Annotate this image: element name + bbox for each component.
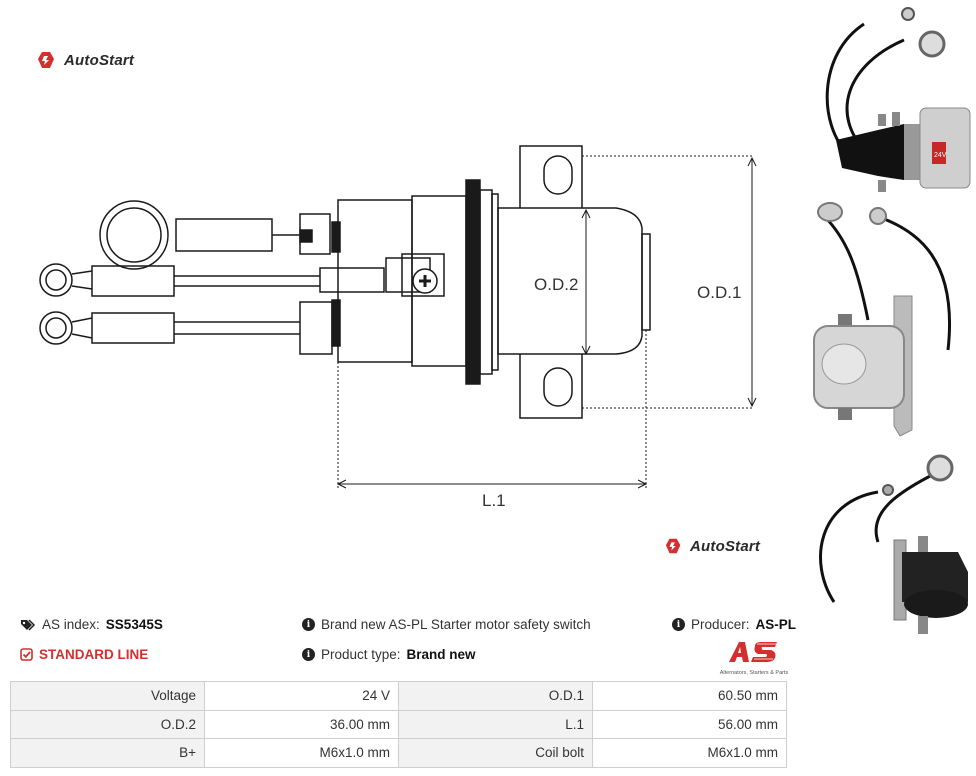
spec-value-l1: 56.00 mm [592, 709, 787, 739]
autostart-logo-icon [665, 538, 681, 554]
dim-label-l1: L.1 [482, 491, 506, 510]
bracket-bottom [519, 354, 583, 419]
solenoid-body [497, 207, 643, 355]
solenoid-cap [337, 199, 413, 363]
producer-value: AS-PL [755, 617, 797, 632]
brand-name-secondary: AutoStart [690, 537, 761, 555]
spec-label-od1: O.D.1 [398, 681, 593, 711]
spec-value-bplus: M6x1.0 mm [204, 738, 399, 768]
brand-name: AutoStart [64, 51, 135, 69]
product-type: i Product type: Brand new [302, 647, 476, 662]
spec-value-od1: 60.50 mm [592, 681, 787, 711]
table-row: B+ M6x1.0 mm Coil bolt M6x1.0 mm [10, 738, 787, 768]
spec-value-od2: 36.00 mm [204, 709, 399, 739]
as-index-value: SS5345S [105, 617, 163, 632]
photo-voltage-label: 24V [934, 152, 947, 159]
info-icon: i [672, 618, 685, 631]
spec-label-coil-bolt: Coil bolt [398, 738, 593, 768]
bracket-top [519, 145, 583, 208]
ring-terminal-small-2 [39, 311, 73, 345]
product-type-value: Brand new [406, 647, 476, 662]
spec-value-voltage: 24 V [204, 681, 399, 711]
as-index-label: AS index: [42, 617, 100, 632]
spec-label-od2: O.D.2 [10, 709, 205, 739]
as-pl-logo-mark [729, 642, 777, 662]
as-index: AS index: SS5345S [20, 617, 163, 632]
tag-icon [21, 618, 36, 631]
standard-line-label: STANDARD LINE [39, 647, 149, 662]
checkbox-icon [20, 648, 33, 661]
standard-line-badge: STANDARD LINE [20, 647, 148, 662]
spec-table: Voltage 24 V O.D.1 60.50 mm O.D.2 36.00 … [10, 681, 787, 768]
mounting-flange [465, 179, 481, 385]
spec-label-bplus: B+ [10, 738, 205, 768]
ring-terminal-small-1 [39, 263, 73, 297]
product-photo-1: 24V [825, 7, 971, 192]
autostart-logo-icon [38, 52, 54, 68]
product-type-label: Product type: [321, 647, 401, 662]
table-row: O.D.2 36.00 mm L.1 56.00 mm [10, 709, 787, 739]
product-photo-3 [819, 454, 968, 634]
spec-value-coil-bolt: M6x1.0 mm [592, 738, 787, 768]
as-pl-logo-tagline: Alternators, Starters & Parts [719, 670, 789, 676]
spec-label-l1: L.1 [398, 709, 593, 739]
technical-drawing: O.D.2 O.D.1 L.1 [39, 145, 757, 510]
product-description: i Brand new AS-PL Starter motor safety s… [302, 617, 591, 632]
producer: i Producer: AS-PL [672, 617, 796, 632]
description-text: Brand new AS-PL Starter motor safety swi… [321, 617, 591, 632]
wire-sleeve-top [175, 218, 273, 252]
brand-logo-secondary: AutoStart [664, 537, 760, 555]
as-pl-logo: Alternators, Starters & Parts [716, 640, 792, 676]
ring-terminal-large [99, 200, 169, 270]
dim-label-od2: O.D.2 [534, 275, 578, 294]
wire-sleeve-bottom [91, 312, 175, 344]
table-row: Voltage 24 V O.D.1 60.50 mm [10, 681, 787, 711]
dim-label-od1: O.D.1 [697, 283, 741, 302]
info-icon: i [302, 648, 315, 661]
brand-logo-top: AutoStart [36, 50, 134, 70]
product-photo-2 [813, 202, 951, 437]
info-icon: i [302, 618, 315, 631]
producer-label: Producer: [691, 617, 750, 632]
spec-label-voltage: Voltage [10, 681, 205, 711]
wire-sleeve-mid [91, 265, 175, 297]
